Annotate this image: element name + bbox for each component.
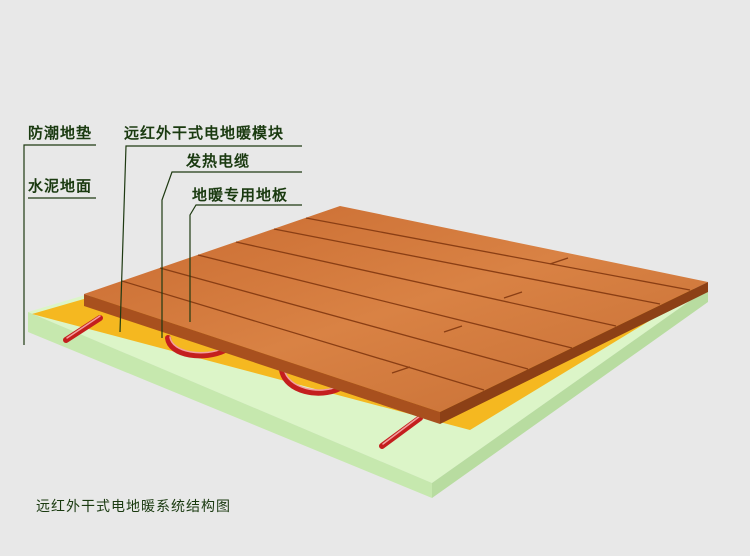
label-heating-module: 远红外干式电地暖模块 xyxy=(124,124,285,142)
diagram-caption: 远红外干式电地暖系统结构图 xyxy=(36,499,231,515)
plank-seams xyxy=(121,217,691,391)
heating-cable xyxy=(279,367,343,396)
wood-floor-top xyxy=(84,206,708,412)
label-floor-board: 地暖专用地板 xyxy=(192,186,289,204)
cement-floor-right xyxy=(432,288,708,498)
heating-cable xyxy=(63,315,103,343)
label-moisture-pad: 防潮地垫 xyxy=(28,124,93,142)
heating-cable xyxy=(165,335,228,359)
label-cement-floor: 水泥地面 xyxy=(28,177,93,195)
heating-cable xyxy=(379,415,423,449)
heating-cable-group xyxy=(63,315,423,449)
leader-lines xyxy=(23,144,302,345)
label-heating-cable: 发热电缆 xyxy=(186,152,251,170)
wood-floor-right xyxy=(440,282,708,424)
cement-floor-front xyxy=(28,312,432,498)
wood-floor-front xyxy=(84,294,440,424)
